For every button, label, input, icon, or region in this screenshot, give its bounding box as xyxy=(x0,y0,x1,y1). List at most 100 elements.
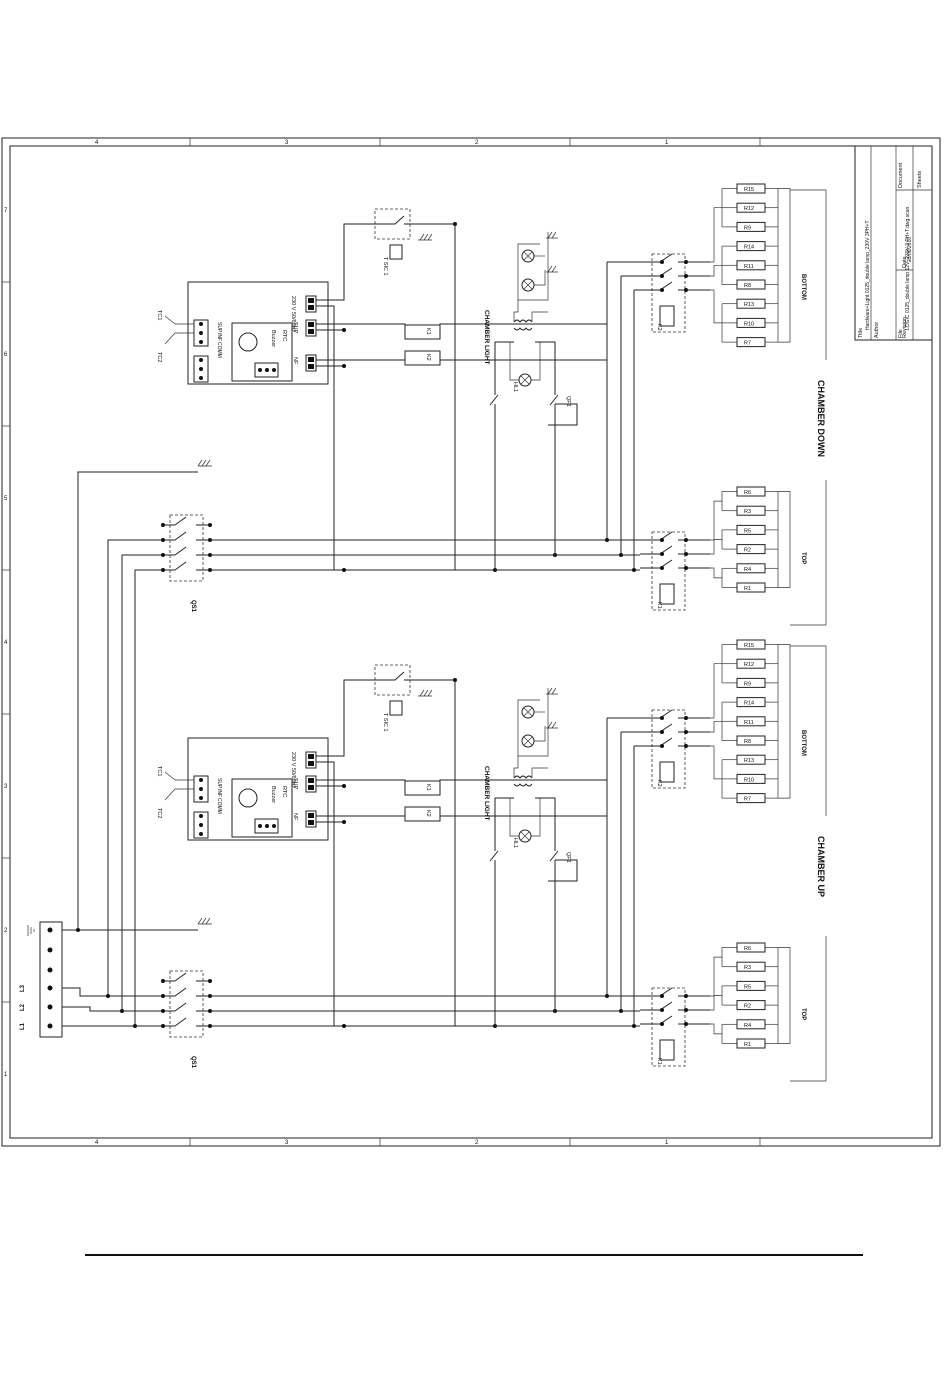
top-tick-1: 4 xyxy=(95,140,99,146)
top-tick-4: 1 xyxy=(665,140,669,146)
buzzer-icon xyxy=(238,332,258,352)
left-tick-5: 3 xyxy=(4,784,8,790)
group-label: TOP xyxy=(800,552,806,564)
resistor-label: R11 xyxy=(744,264,754,270)
group-label: TOP xyxy=(800,1008,806,1020)
resistor-label: R7 xyxy=(744,341,751,347)
left-tick-3: 5 xyxy=(4,496,8,502)
display-module xyxy=(231,778,293,838)
tc2-label: TC2 xyxy=(156,352,162,362)
resistor-label: R2 xyxy=(744,548,751,554)
author-label: Author xyxy=(874,322,880,338)
qs1-label: QS1 xyxy=(190,1056,196,1069)
pin-inf: INF xyxy=(216,333,222,341)
tc1-label: TC1 xyxy=(156,766,162,776)
contactor-label: K2 xyxy=(656,780,662,787)
chamber-light-label: CHAMBER LIGHT xyxy=(483,310,490,365)
pin-comm: COMM xyxy=(216,798,222,814)
group-label: BOTTOM xyxy=(800,730,806,756)
qs1-label: QS1 xyxy=(190,600,196,613)
terminal-l3: L3 xyxy=(20,984,26,992)
resistor-label: R8 xyxy=(744,283,751,289)
qs1-switch-box xyxy=(169,970,204,1038)
resistor-label: R9 xyxy=(744,681,751,687)
terminal-l1: L1 xyxy=(20,1022,26,1030)
left-tick-7: 1 xyxy=(4,1072,8,1078)
frame-ticks xyxy=(2,138,761,1146)
bottom-tick-3: 2 xyxy=(475,1140,479,1146)
buzzer-label: Buzzer xyxy=(270,330,276,347)
tc2-label: TC2 xyxy=(156,808,162,818)
pin-sup: SUP xyxy=(216,778,222,789)
thermostat-label: T SIC 1 xyxy=(382,257,388,276)
relay-k2-label: K2 xyxy=(425,810,431,817)
resistor-label: R3 xyxy=(744,965,751,971)
resistor-label: R11 xyxy=(744,720,754,726)
revision-label: Revision xyxy=(902,317,908,338)
resistor-label: R14 xyxy=(744,701,754,707)
chamber-light-label: CHAMBER LIGHT xyxy=(483,766,490,821)
controller-box xyxy=(187,737,329,841)
hl1-label: HL1 xyxy=(512,382,518,392)
resistor-label: R5 xyxy=(744,984,751,990)
bottom-tick-1: 4 xyxy=(95,1140,99,1146)
contactor-box xyxy=(651,987,686,1067)
rtc-label: RTC xyxy=(281,330,287,341)
contactor-box xyxy=(651,253,686,333)
chamber-title: CHAMBER DOWN xyxy=(816,380,826,457)
outer-frame xyxy=(1,137,941,1147)
title-value: Hardware+Light 0125_double lamp_230V 3PH… xyxy=(865,220,871,330)
resistor-label: R15 xyxy=(744,643,754,649)
rtc-jumper xyxy=(254,362,279,378)
sup-label: SUP xyxy=(292,778,298,790)
contactor-label: K1 xyxy=(656,1058,662,1065)
resistor-label: R9 xyxy=(744,225,751,231)
display-module xyxy=(231,322,293,382)
transformer-icon xyxy=(513,319,533,331)
sheets-label: Sheets xyxy=(917,171,923,188)
resistor-label: R13 xyxy=(744,302,754,308)
resistor-label: R15 xyxy=(744,187,754,193)
rtc-label: RTC xyxy=(281,786,287,797)
tc1-label: TC1 xyxy=(156,310,162,320)
nf-label: NF xyxy=(292,357,298,365)
left-tick-1: 7 xyxy=(4,208,8,214)
title-label: Title xyxy=(858,328,864,338)
resistor-label: R6 xyxy=(744,490,751,496)
qs1-switch-box xyxy=(169,514,204,582)
buzzer-label: Buzzer xyxy=(270,786,276,803)
top-tick-3: 2 xyxy=(475,140,479,146)
file-value: LOGIC 0125_double lamp 12V_230V 3 PH+T.d… xyxy=(905,207,911,330)
contactor-box xyxy=(651,709,686,789)
inner-frame xyxy=(9,145,933,1139)
relay-k2-label: K2 xyxy=(425,354,431,361)
supply-terminal-block xyxy=(27,921,63,1038)
resistor-label: R13 xyxy=(744,758,754,764)
resistor-label: R10 xyxy=(744,321,754,327)
resistor-label: R6 xyxy=(744,946,751,952)
resistor-label: R7 xyxy=(744,797,751,803)
resistor-label: R1 xyxy=(744,586,751,592)
pin-comm: COMM xyxy=(216,342,222,358)
bottom-tick-2: 3 xyxy=(285,1140,289,1146)
resistor-label: R12 xyxy=(744,662,754,668)
group-label: BOTTOM xyxy=(800,274,806,300)
top-tick-2: 3 xyxy=(285,140,289,146)
pin-inf: INF xyxy=(216,789,222,797)
nf-label: NF xyxy=(292,813,298,821)
transformer-icon xyxy=(513,775,533,787)
resistor-label: R5 xyxy=(744,528,751,534)
sup-label: SUP xyxy=(292,322,298,334)
buzzer-icon xyxy=(238,788,258,808)
left-tick-2: 6 xyxy=(4,352,8,358)
chamber-title: CHAMBER UP xyxy=(816,836,826,897)
footer-rule xyxy=(85,1254,863,1256)
relay-k1-label: K1 xyxy=(425,784,431,791)
resistor-label: R2 xyxy=(744,1004,751,1010)
resistor-label: R4 xyxy=(744,1023,751,1029)
resistor-label: R10 xyxy=(744,777,754,783)
